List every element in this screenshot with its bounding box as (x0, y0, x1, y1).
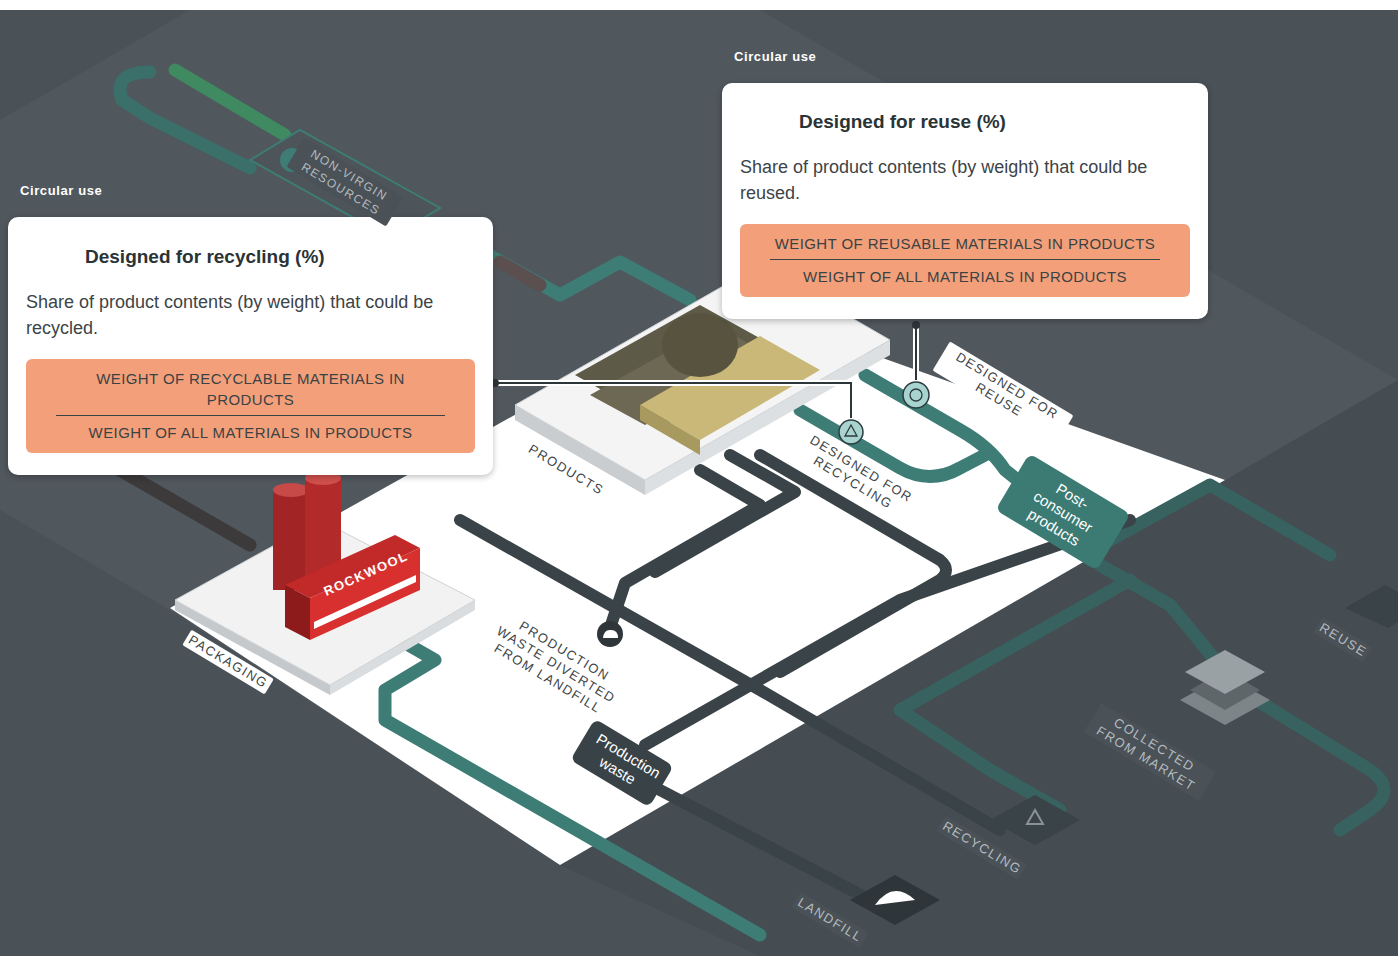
area-label: COLLECTED FROM MARKET (1084, 703, 1216, 801)
top-strip (0, 0, 1398, 10)
shop-roof (1185, 650, 1265, 694)
recycling-symbol (1027, 810, 1043, 824)
recycle-icon (839, 420, 863, 444)
dark-pipe (660, 790, 880, 905)
callout-body: Share of product contents (by weight) th… (740, 154, 1190, 206)
red-cylinder (273, 483, 309, 497)
leader-halo (495, 383, 851, 418)
dark-pipe (612, 470, 760, 622)
formula-box: WEIGHT OF RECYCLABLE MATERIALS IN PRODUC… (26, 359, 475, 453)
formula-numerator: WEIGHT OF RECYCLABLE MATERIALS IN PRODUC… (34, 368, 467, 415)
callout-heading: Designed for recycling (%) (85, 245, 475, 269)
teal-pipe (1100, 565, 1384, 830)
waste-icon (597, 621, 623, 647)
landfill-tile (850, 875, 940, 925)
green-pipe (175, 70, 285, 135)
reuse-tile (1345, 585, 1398, 628)
waste-symbol (603, 630, 618, 638)
dark-pipe (645, 520, 1130, 745)
flow-badge: Production waste (570, 719, 674, 808)
area-label: PACKAGING (182, 630, 273, 695)
badge-text: Post-consumer products (1009, 465, 1117, 560)
badge-text: Production waste (584, 730, 661, 796)
callout-tag: Circular use (20, 183, 102, 198)
callout-box: Circular useDesigned for reuse (%)Share … (722, 83, 1208, 319)
area-label: DESIGNED FOR RECYCLING (787, 424, 928, 527)
teal-pipe (1110, 485, 1330, 555)
area-label: PRODUCTS (522, 439, 609, 501)
brown-pipe (500, 262, 540, 285)
leader-line (495, 383, 851, 418)
area-label: PRODUCTION WASTE DIVERTED FROM LANDFILL (474, 602, 638, 728)
leader-line (915, 325, 917, 380)
callout-heading: Designed for reuse (%) (799, 110, 1190, 134)
teal-pipe (120, 72, 250, 168)
teal-pipe (900, 580, 1130, 810)
insulation-roll (662, 313, 738, 377)
formula-denominator: WEIGHT OF ALL MATERIALS IN PRODUCTS (770, 259, 1160, 287)
reuse-symbol (910, 389, 922, 401)
recycle-symbol (845, 425, 857, 436)
formula-numerator: WEIGHT OF REUSABLE MATERIALS IN PRODUCTS (748, 233, 1182, 259)
red-cylinder (273, 490, 309, 590)
landfill-symbol (875, 891, 915, 905)
formula-denominator: WEIGHT OF ALL MATERIALS IN PRODUCTS (56, 415, 445, 443)
area-label: REUSE (1313, 617, 1372, 662)
dark-pipe (460, 520, 1000, 830)
red-box (285, 585, 310, 640)
area-label: DESIGNED FOR REUSE (933, 341, 1074, 444)
area-label: LANDFILL (792, 892, 869, 948)
flow-badge: Post-consumer products (995, 453, 1130, 570)
leader-dot (912, 321, 920, 329)
leader-halo (913, 325, 919, 380)
pipes (120, 70, 1384, 935)
packaging-illustration (175, 471, 475, 695)
callout-box: Circular useDesigned for recycling (%)Sh… (8, 217, 493, 475)
area-label: NON-VIRGIN RESOURCES (287, 138, 404, 227)
callout-body: Share of product contents (by weight) th… (26, 289, 475, 341)
area-label: RECYCLING (936, 816, 1027, 881)
area-label: ROCKWOOL (318, 546, 414, 602)
reuse-icon (903, 382, 929, 408)
leader-lines (491, 321, 920, 418)
formula-box: WEIGHT OF REUSABLE MATERIALS IN PRODUCTS… (740, 224, 1190, 297)
teal-pipe (480, 250, 690, 300)
dark-pipe (120, 470, 250, 545)
recycling-tile (990, 795, 1080, 845)
yellow-board-side (640, 405, 700, 455)
callout-tag: Circular use (734, 49, 816, 64)
